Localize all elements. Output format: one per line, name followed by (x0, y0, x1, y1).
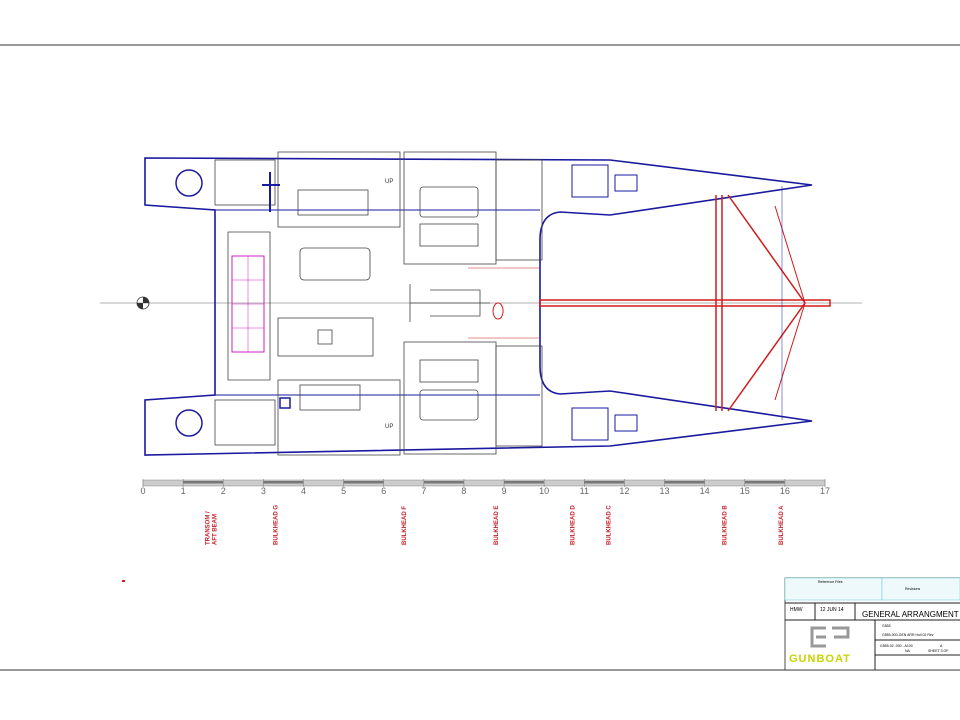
drawing-title: GENERAL ARRANGMENT (862, 610, 959, 619)
logo-text: GUNBOAT (789, 653, 851, 665)
scale-segment (664, 481, 705, 484)
hatch (614, 174, 638, 192)
title-block: Reference Files Revisions HMW 12 JUN 14 … (784, 577, 960, 671)
bulkhead-labels: TRANSOM /AFT BEAM BULKHEAD G BULKHEAD F BUL… (206, 505, 785, 545)
scale-tick-label: 3 (261, 486, 266, 496)
scale-tick-label: 9 (502, 486, 507, 496)
bulkhead-label: BULKHEAD A (779, 505, 785, 545)
scale-segment (343, 481, 384, 484)
scale-value: NA (905, 649, 911, 653)
scale-tick-label: 13 (660, 486, 670, 496)
hatch-port (175, 169, 203, 197)
bulkhead-label: TRANSOM / (206, 511, 212, 545)
drawing-number: G555-02 -000 - A100 (880, 644, 913, 648)
revision: A (940, 644, 943, 648)
scale-tick-label: 17 (820, 486, 830, 496)
reference-files-header: Reference Files (818, 580, 843, 584)
scale-tick-label: 4 (301, 486, 306, 496)
bulkhead-label: AFT BEAM (213, 514, 219, 545)
sheet-number: SHEET 3 OF (928, 649, 948, 653)
scale-tick-label: 6 (381, 486, 386, 496)
scale-tick-label: 0 (140, 486, 145, 496)
stairs-up-label: UP (385, 424, 393, 430)
scale-segment (504, 481, 545, 484)
scale-tick-label: 5 (341, 486, 346, 496)
center-target-icon (136, 296, 150, 310)
stairs-up-label: UP (385, 179, 393, 185)
hull-outline (144, 157, 813, 456)
forward-hatch-starboard (571, 407, 609, 441)
interior-layout (214, 151, 543, 456)
project: G555 (882, 624, 891, 628)
settee-cushions (232, 256, 264, 352)
hatch-starboard (175, 409, 203, 437)
date: 12 JUN 14 (820, 607, 844, 613)
scale-tick-label: 1 (181, 486, 186, 496)
helm-starboard (279, 397, 291, 409)
helm-port (262, 172, 280, 212)
scale-tick-label: 11 (580, 486, 589, 496)
bulkhead-label: BULKHEAD B (723, 505, 729, 545)
scale-tick-label: 12 (619, 486, 629, 496)
scale-tick-label: 2 (221, 486, 226, 496)
scale-tick-label: 16 (780, 486, 790, 496)
hatch (614, 414, 638, 432)
scale-segment (183, 481, 224, 484)
scale-tick-label: 7 (421, 486, 426, 496)
file-name: G555-000-GEN ARR Hull 02 Rev (882, 633, 934, 637)
forward-hatch-port (571, 164, 609, 198)
drawn-by: HMW (790, 607, 803, 613)
scale-segment (263, 481, 304, 484)
bulkhead-label: BULKHEAD E (494, 506, 500, 545)
bulkhead-label: BULKHEAD F (402, 506, 408, 545)
mast-beam (468, 267, 540, 339)
scale-tick-label: 10 (539, 486, 549, 496)
scale-tick-label: 15 (740, 486, 750, 496)
forward-beam-structure (539, 194, 831, 412)
scale-tick-label: 14 (700, 486, 710, 496)
scale-segment (584, 481, 625, 484)
bulkhead-label: BULKHEAD G (273, 505, 279, 545)
mast-step (492, 302, 504, 320)
gunboat-logo: GUNBOAT (789, 626, 851, 665)
bulkhead-label: BULKHEAD D (570, 505, 576, 545)
scale-tick-label: 8 (461, 486, 466, 496)
scale-segment (744, 481, 785, 484)
stray-mark (122, 580, 125, 582)
bulkhead-label: BULKHEAD C (606, 505, 612, 545)
scale-segment (423, 481, 464, 484)
revisions-header: Revisions (905, 587, 920, 591)
